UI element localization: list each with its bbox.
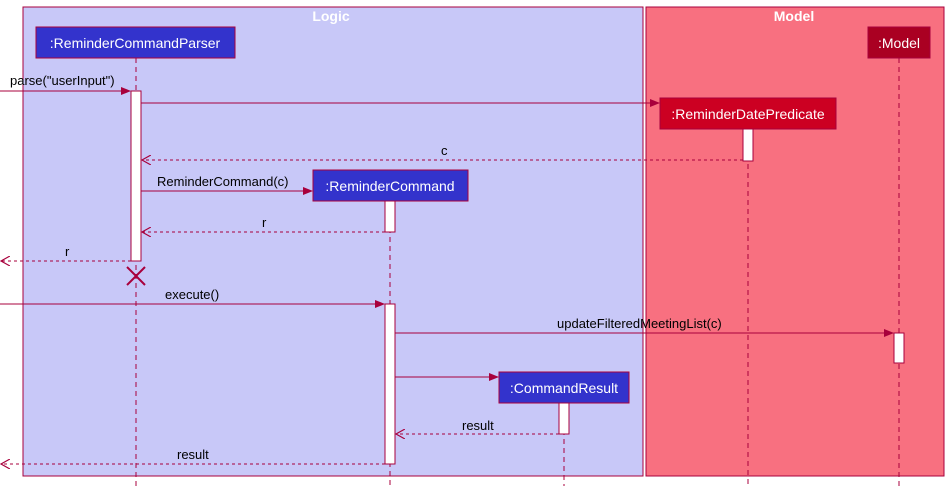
parse-label: parse("userInput")	[10, 73, 115, 88]
model-box	[867, 26, 931, 59]
command-activation-2	[384, 303, 396, 465]
result-box	[498, 371, 630, 404]
model-activation	[893, 332, 905, 364]
execute-label: execute()	[165, 287, 219, 302]
update-label: updateFilteredMeetingList(c)	[557, 316, 722, 331]
command-label: :ReminderCommand	[325, 178, 454, 194]
predicate-label: :ReminderDatePredicate	[671, 106, 825, 122]
model-group-title: Model	[774, 8, 814, 24]
c-return-label: c	[441, 143, 448, 158]
result-return-label-1: result	[462, 418, 494, 433]
predicate-box	[659, 97, 837, 130]
command-activation-1	[384, 200, 396, 233]
result-return-label-2: result	[177, 447, 209, 462]
command-box	[312, 169, 469, 202]
logic-group-title: Logic	[312, 8, 350, 24]
destroy-marker	[126, 266, 146, 286]
r-return-label-1: r	[262, 215, 267, 230]
result-activation	[558, 402, 570, 435]
parser-box	[35, 26, 236, 59]
parser-label: :ReminderCommandParser	[50, 35, 221, 51]
logic-group	[22, 6, 644, 477]
result-label: :CommandResult	[510, 380, 618, 396]
model-group	[645, 6, 945, 477]
r-return-label-2: r	[65, 244, 70, 259]
create-command-label: ReminderCommand(c)	[157, 174, 288, 189]
model-label: :Model	[878, 35, 920, 51]
parser-activation	[130, 90, 142, 262]
predicate-activation	[742, 127, 754, 162]
